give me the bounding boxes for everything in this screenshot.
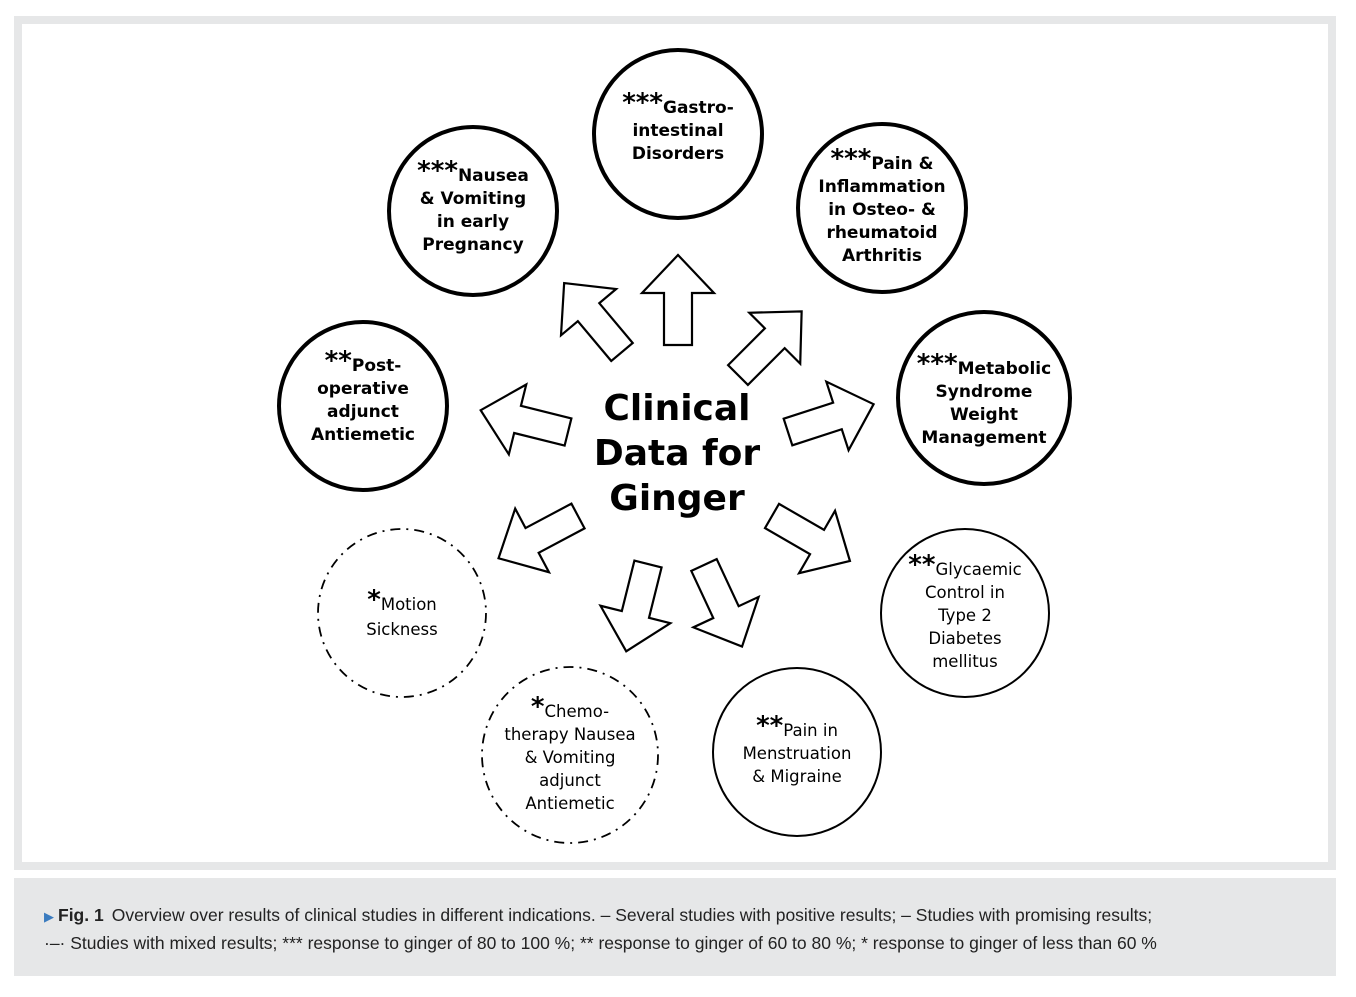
node-label-line: rheumatoid: [826, 223, 937, 243]
node-label-line: adjunct: [539, 771, 601, 790]
arrow-to-chemotherapy-icon: [598, 559, 674, 653]
node-label-text: Pain in: [783, 721, 838, 740]
node-chemotherapy: *Chemo-therapy Nausea & Vomiting adjunctAn…: [481, 666, 659, 844]
node-label-line: Control in: [925, 583, 1005, 602]
caption-label: Fig. 1: [58, 905, 104, 925]
node-label-line: in early: [437, 212, 509, 232]
caption-line-1: Overview over results of clinical studie…: [111, 905, 1153, 925]
node-label-text: Gastro-: [663, 98, 734, 118]
arrow-to-postoperative-icon: [479, 382, 573, 458]
node-label-line: *Chemo-: [531, 692, 609, 722]
arrow-to-menstruation-icon: [689, 557, 761, 649]
node-pain-inflammation: ***Pain & Inflammation in Osteo- & rheumato…: [796, 122, 968, 294]
node-circle-pregnancy: [387, 125, 559, 297]
evidence-stars: ***: [917, 349, 958, 379]
arrow-to-metabolic-icon: [782, 379, 876, 453]
node-label-line: Pregnancy: [422, 235, 523, 255]
node-label-line: Management: [921, 428, 1046, 448]
node-label-line: Arthritis: [842, 246, 922, 266]
node-label-line: ***Pain &: [831, 144, 934, 174]
node-label-line: Inflammation: [818, 177, 945, 197]
arrow-to-glycaemic-icon: [763, 502, 852, 575]
figure-caption: ▶ Fig. 1 Overview over results of clinical…: [14, 878, 1336, 976]
node-label-line: in Osteo- &: [828, 200, 936, 220]
node-label-line: ***Metabolic: [917, 349, 1051, 379]
evidence-stars: *: [367, 585, 381, 615]
node-circle-postoperative: [277, 320, 449, 492]
evidence-stars: *: [531, 692, 545, 722]
node-label-text: Pain &: [871, 154, 933, 174]
caption-line-2: ·–· Studies with mixed results; *** resp…: [44, 933, 1157, 953]
evidence-stars: ***: [831, 144, 872, 174]
node-label-line: **Post-: [325, 346, 402, 376]
node-label-line: Sickness: [366, 620, 438, 639]
node-label-line: mellitus: [932, 652, 998, 671]
caption-marker-icon: ▶: [44, 909, 54, 924]
node-label-line: Type 2: [937, 606, 992, 625]
node-label-line: Weight: [950, 405, 1018, 425]
center-label-line: Clinical: [603, 388, 750, 429]
node-label-line: ***Gastro-: [622, 88, 734, 118]
node-label-line: & Migraine: [752, 767, 842, 786]
node-label-line: Menstruation: [743, 744, 852, 763]
arrow-to-motion-icon: [497, 502, 587, 574]
node-label-line: & Vomiting: [525, 748, 616, 767]
evidence-stars: ***: [622, 88, 663, 118]
node-circle-metabolic: [896, 310, 1072, 486]
node-label-text: Chemo-: [545, 702, 610, 721]
evidence-stars: **: [325, 346, 353, 376]
node-label-line: Antiemetic: [311, 425, 415, 445]
node-label-line: **Pain in: [756, 711, 838, 741]
node-label-text: Nausea: [458, 166, 529, 186]
node-label-text: Post-: [352, 356, 401, 376]
node-label-line: Diabetes: [928, 629, 1001, 648]
node-circle-motion: [317, 528, 487, 698]
node-circle-gastro: [592, 48, 764, 220]
arrow-to-pain-inflammation-icon: [726, 310, 803, 387]
node-circle-pain-inflammation: [796, 122, 968, 294]
node-label-line: adjunct: [327, 402, 399, 422]
node-label-text: Metabolic: [958, 359, 1052, 379]
center-label-line: Ginger: [609, 478, 745, 519]
node-label-line: therapy Nausea: [504, 725, 635, 744]
evidence-stars: **: [908, 550, 936, 580]
node-label-line: & Vomiting: [420, 189, 526, 209]
node-circle-chemotherapy: [481, 666, 659, 844]
caption-text: ▶ Fig. 1 Overview over results of clinical…: [44, 902, 1314, 956]
evidence-stars: ***: [417, 156, 458, 186]
node-label-line: ***Nausea: [417, 156, 529, 186]
node-circle-menstruation: [712, 667, 882, 837]
node-label-text: Motion: [381, 595, 437, 614]
node-label-line: Antiemetic: [525, 794, 614, 813]
node-label-line: *Motion: [367, 585, 437, 615]
node-label-line: intestinal: [632, 121, 723, 141]
node-label-text: Glycaemic: [936, 560, 1022, 579]
center-label-line: Data for: [594, 433, 761, 474]
node-label-line: Syndrome: [936, 382, 1033, 402]
arrow-to-pregnancy-icon: [559, 281, 635, 363]
node-label-line: **Glycaemic: [908, 550, 1021, 580]
node-label-line: Disorders: [632, 144, 724, 164]
arrow-to-gastro-icon: [639, 253, 717, 347]
node-label-line: operative: [317, 379, 409, 399]
node-menstruation: **Pain in Menstruation & Migraine: [712, 667, 882, 837]
evidence-stars: **: [756, 711, 784, 741]
node-circle-glycaemic: [880, 528, 1050, 698]
